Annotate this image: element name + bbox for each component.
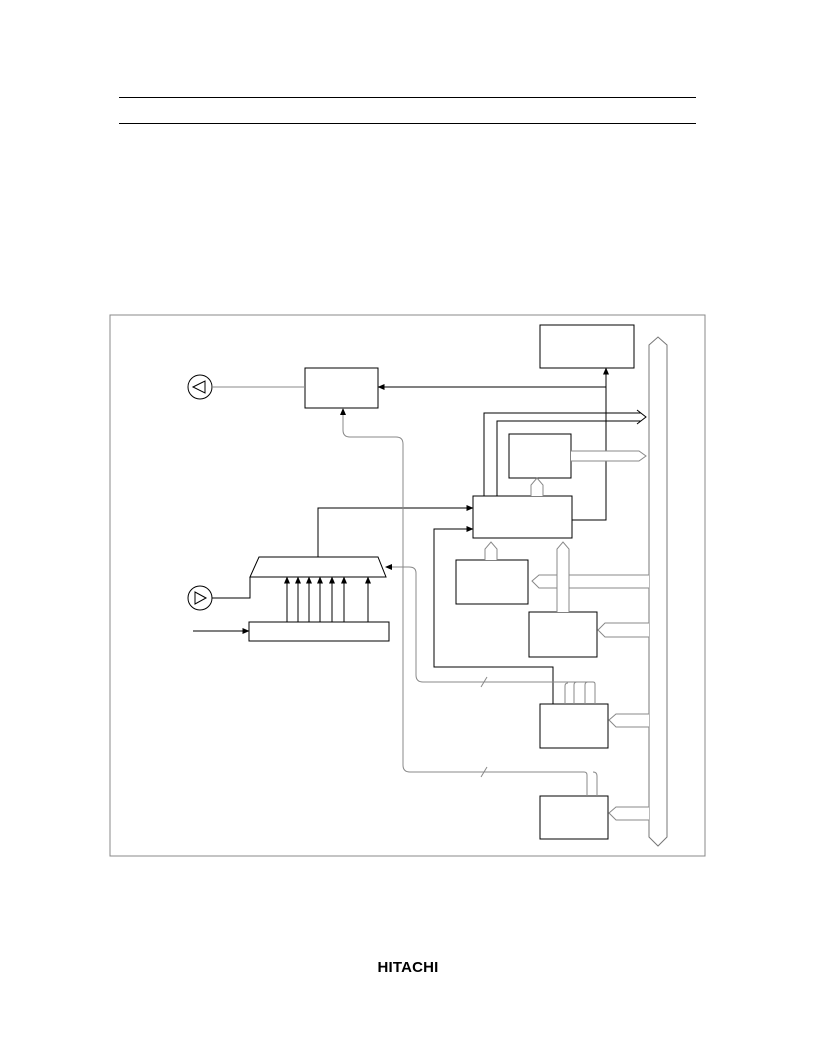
control-bus-signal-1 xyxy=(483,412,641,496)
prescaler-block xyxy=(248,621,390,642)
header-rule-bottom xyxy=(119,123,696,124)
clock-selector-multiplexer xyxy=(249,556,387,578)
internal-bus xyxy=(648,336,668,847)
mux-to-control-line xyxy=(317,505,474,557)
left-register-to-control-link xyxy=(484,541,498,560)
grey-signal-lines xyxy=(342,408,598,796)
upper-register-block xyxy=(508,433,572,479)
upper-register-bus-link xyxy=(571,450,647,462)
prescaler-output-lines xyxy=(284,576,371,622)
header-rule-top xyxy=(119,97,696,98)
right-register-block xyxy=(528,611,598,658)
bottom-register-bus-link xyxy=(608,806,649,821)
mux-feedback-arrowhead xyxy=(385,564,392,570)
left-register-block xyxy=(455,559,529,605)
right-register-to-control-link xyxy=(556,541,570,612)
triangle-left-in-circle-icon xyxy=(187,374,213,400)
output-block xyxy=(304,367,379,409)
upper-register-to-control-link xyxy=(530,477,544,496)
control-logic-block xyxy=(472,495,573,539)
control-bus-signal-2 xyxy=(496,420,641,496)
bottom-register-block xyxy=(539,795,609,840)
triangle-right-in-circle-icon xyxy=(187,585,213,611)
input-pin-line xyxy=(212,577,251,599)
middle-lower-register-bus-link xyxy=(608,713,649,728)
top-right-register-block xyxy=(539,324,635,369)
diagram-frame xyxy=(109,314,706,857)
middle-lower-register-block xyxy=(539,703,609,749)
output-block-feedback-arrowhead xyxy=(340,408,346,415)
brand-logo: HITACHI xyxy=(377,959,439,976)
bus-arrowhead-1 xyxy=(636,409,647,425)
register-to-control-feedback xyxy=(433,526,554,704)
left-register-bus-link xyxy=(531,574,649,589)
right-register-bus-link xyxy=(597,622,649,638)
